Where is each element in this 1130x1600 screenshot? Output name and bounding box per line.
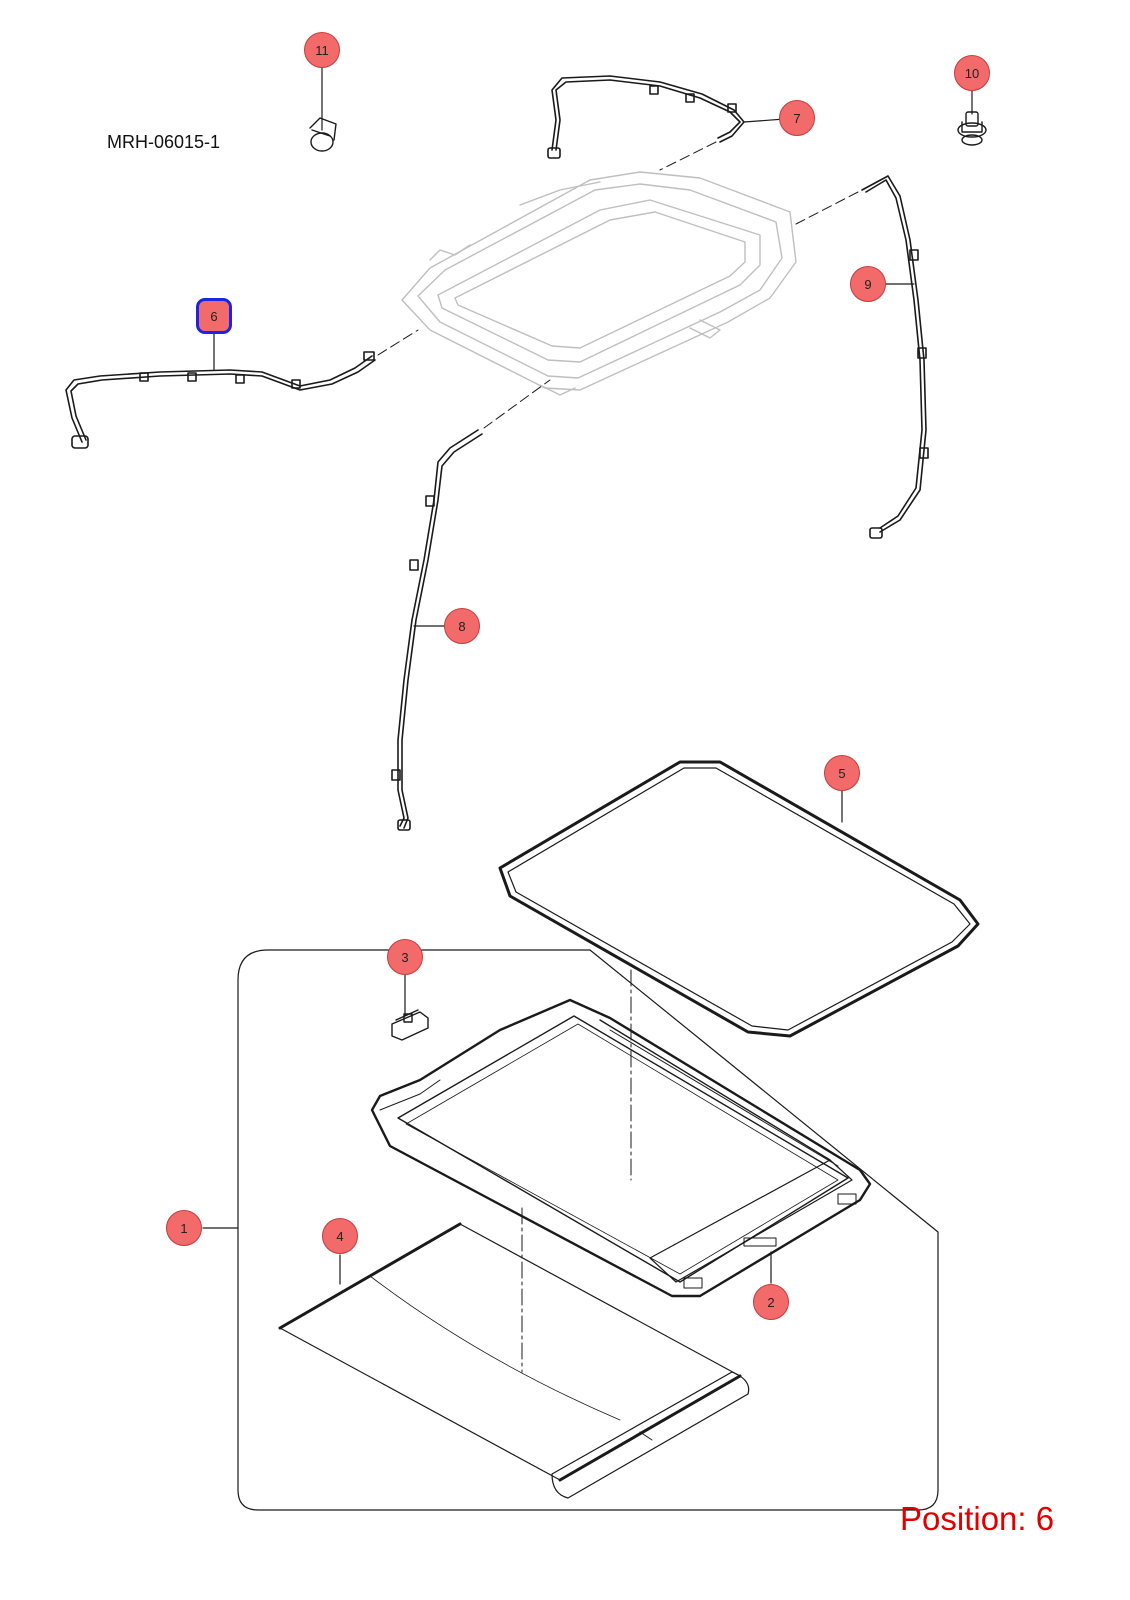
callout-9[interactable]: 9 [850, 266, 886, 302]
harness-6 [65, 351, 376, 449]
callout-2[interactable]: 2 [753, 1284, 789, 1320]
harness-7 [547, 75, 745, 159]
callout-1[interactable]: 1 [166, 1210, 202, 1246]
fastener-10 [957, 111, 987, 146]
callout-7[interactable]: 7 [779, 100, 815, 136]
sunshade-4 [278, 1222, 750, 1499]
callout-3[interactable]: 3 [387, 939, 423, 975]
glass-panel-5 [498, 760, 980, 1038]
callout-6-label: 6 [210, 308, 218, 324]
callout-5-label: 5 [838, 765, 846, 781]
callout-7-label: 7 [793, 110, 801, 126]
harness-9 [861, 175, 929, 539]
harness-8 [391, 429, 483, 831]
callout-3-label: 3 [401, 949, 409, 965]
position-label: Position: 6 [900, 1500, 1055, 1537]
callout-10-label: 10 [964, 65, 980, 81]
motor-3 [391, 1009, 429, 1041]
callout-6[interactable]: 6 [196, 298, 232, 334]
callout-4[interactable]: 4 [322, 1218, 358, 1254]
callout-1-label: 1 [180, 1220, 188, 1236]
callout-11-label: 11 [315, 42, 329, 58]
frame-assembly-2 [370, 998, 872, 1298]
callout-5[interactable]: 5 [824, 755, 860, 791]
document-code: MRH-06015-1 [107, 132, 221, 152]
callout-8-label: 8 [458, 618, 466, 634]
callout-8[interactable]: 8 [444, 608, 480, 644]
callout-4-label: 4 [336, 1228, 344, 1244]
callout-9-label: 9 [864, 276, 872, 292]
roof-frame-outline [401, 171, 797, 396]
callout-11[interactable]: 11 [304, 32, 340, 68]
clip-11 [309, 117, 337, 152]
callout-2-label: 2 [767, 1294, 775, 1310]
callout-10[interactable]: 10 [954, 55, 990, 91]
assembly-bracket-1 [237, 949, 939, 1511]
leader-lines [202, 66, 973, 1285]
